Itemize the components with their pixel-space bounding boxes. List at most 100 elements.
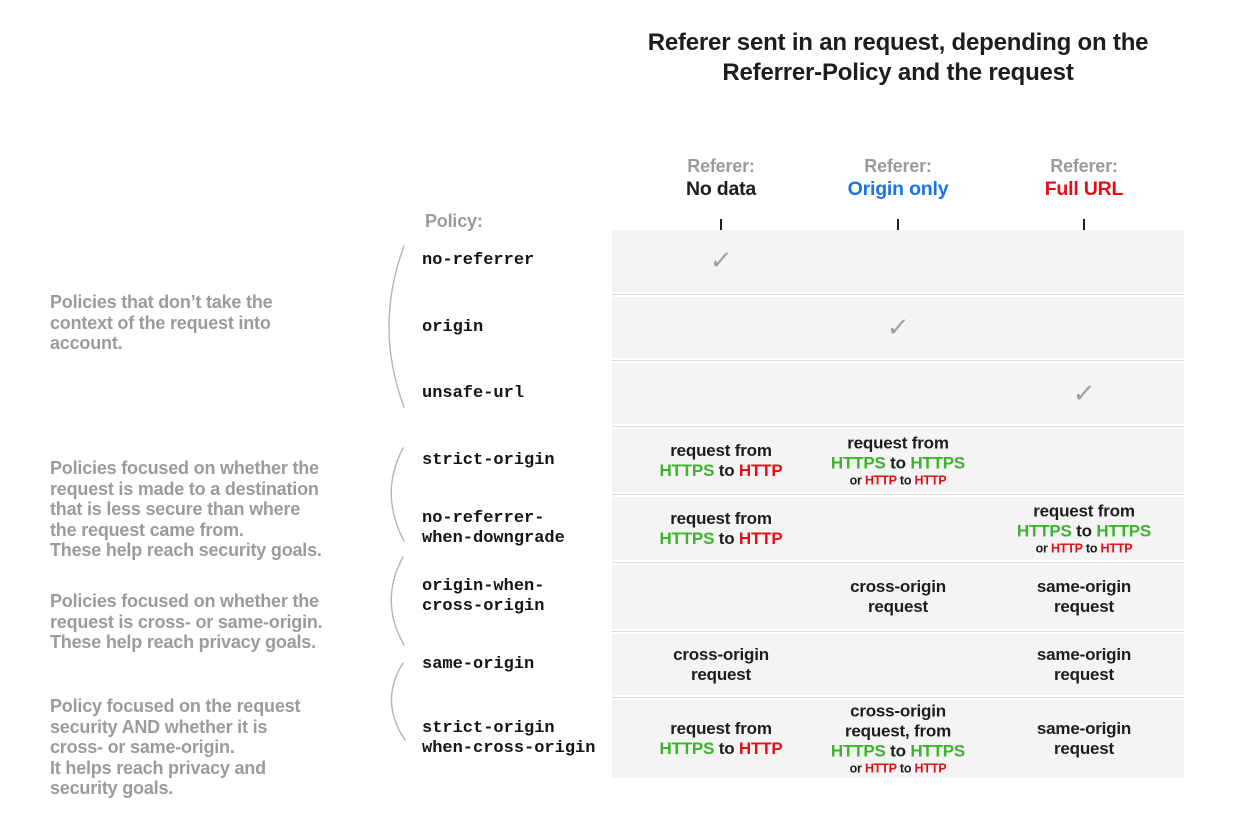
plain-text: to [896,473,915,487]
referer-label: Referer: [1050,156,1118,176]
plain-text: cross-origin [850,701,946,721]
plain-text: to [1082,541,1101,555]
row-separator-line [612,292,1184,297]
table-row: origin✓ [422,297,1184,358]
table-cell-line: or HTTP to HTTP [1017,541,1151,556]
row-separator [422,358,1184,363]
table-row-band: ✓ [612,297,1184,358]
table-cell-line: cross-origin [673,645,769,665]
checkmark-icon: ✓ [708,246,734,276]
table-cell: ✓ [708,246,734,276]
plain-text: request, from [844,721,952,741]
plain-text: or [849,761,865,776]
green-text: HTTPS [910,453,966,472]
plain-text: same-origin [1036,577,1132,596]
policy-name: same-origin [422,654,535,674]
red-text: HTTP [864,761,897,776]
table-cell-line: request [1037,597,1131,617]
table-cell: ✓ [885,312,911,343]
table-cell-line: HTTPS to HTTPS [1017,521,1151,541]
row-separator-line [612,629,1184,634]
checkmark-icon: ✓ [885,312,911,343]
row-separator [422,560,1184,565]
diagram-title: Referer sent in an request, depending on… [647,29,1149,86]
table-cell-line: or HTTP to HTTP [831,473,965,488]
red-text: HTTP [914,761,947,776]
plain-text: request from [1033,501,1135,520]
plain-text: same-origin [1036,644,1132,664]
table-cell-line: request from [659,509,782,529]
plain-text: request [1053,597,1114,616]
table-cell-line: same-origin [1037,645,1131,665]
table-cell-line: request [1037,665,1131,685]
plain-text: request from [670,440,772,460]
red-text: HTTP [1050,541,1083,555]
referer-label: Referer: [864,156,932,176]
row-separator [422,424,1184,429]
plain-text: request from [847,433,949,452]
row-separator-line [612,424,1184,429]
table-cell-line: cross-origin [850,577,946,597]
tick-mark [720,219,722,230]
red-text: HTTP [914,473,947,487]
plain-text: request from [670,719,772,738]
plain-text: same-origin [1036,719,1132,738]
green-text: HTTPS [659,739,715,758]
policy-group-description: Policy focused on the request security A… [50,696,301,798]
plain-text: to [1071,521,1097,540]
referer-column-header: Referer:Origin only [848,155,949,202]
plain-text: request [867,597,928,616]
plain-text: cross-origin [673,644,769,664]
green-text: HTTPS [1016,521,1072,540]
table-row: strict-origin when-cross-origin request f… [422,700,1184,778]
table-cell-line: HTTPS to HTTP [659,739,782,759]
policy-name: no-referrer- when-downgrade [422,508,565,548]
plain-text: cross-origin [850,577,946,596]
policy-name: origin-when- cross-origin [422,577,545,616]
plain-text: to [896,761,915,776]
row-separator-line [612,695,1184,700]
policy-table: no-referrer✓origin✓unsafe-url✓strict-ori… [422,230,1184,778]
policy-name: no-referrer [422,251,535,270]
plain-text: to [714,460,739,480]
row-separator [422,629,1184,634]
table-cell-line: HTTPS to HTTPS [831,742,965,762]
green-text: HTTPS [659,460,715,480]
green-text: HTTPS [830,741,886,761]
policy-name: unsafe-url [422,383,525,403]
row-separator [422,292,1184,297]
plain-text: request from [670,508,772,528]
table-cell-line: or HTTP to HTTP [831,762,965,777]
policy-group-description: Policies that don’t take the context of … [50,292,273,353]
table-cell-line: HTTPS to HTTPS [831,453,965,473]
table-cell-line: request [1037,739,1131,759]
table-cell: ✓ [1072,379,1097,409]
plain-text: request [1053,664,1114,684]
table-cell-line: HTTPS to HTTP [659,461,782,481]
red-text: HTTP [738,739,783,758]
green-text: HTTPS [830,453,886,472]
policy-name: strict-origin when-cross-origin [422,719,596,758]
referer-value: Full URL [1044,178,1124,200]
policy-group-description: Policies focused on whether the request … [50,591,323,652]
row-separator [422,492,1184,497]
green-text: HTTPS [659,528,715,548]
referer-label: Referer: [687,156,755,176]
plain-text: or [849,473,865,487]
policy-group-description: Policies focused on whether the request … [50,458,322,560]
table-row-band: ✓ [612,363,1184,424]
policy-column-label: Policy: [425,211,483,231]
